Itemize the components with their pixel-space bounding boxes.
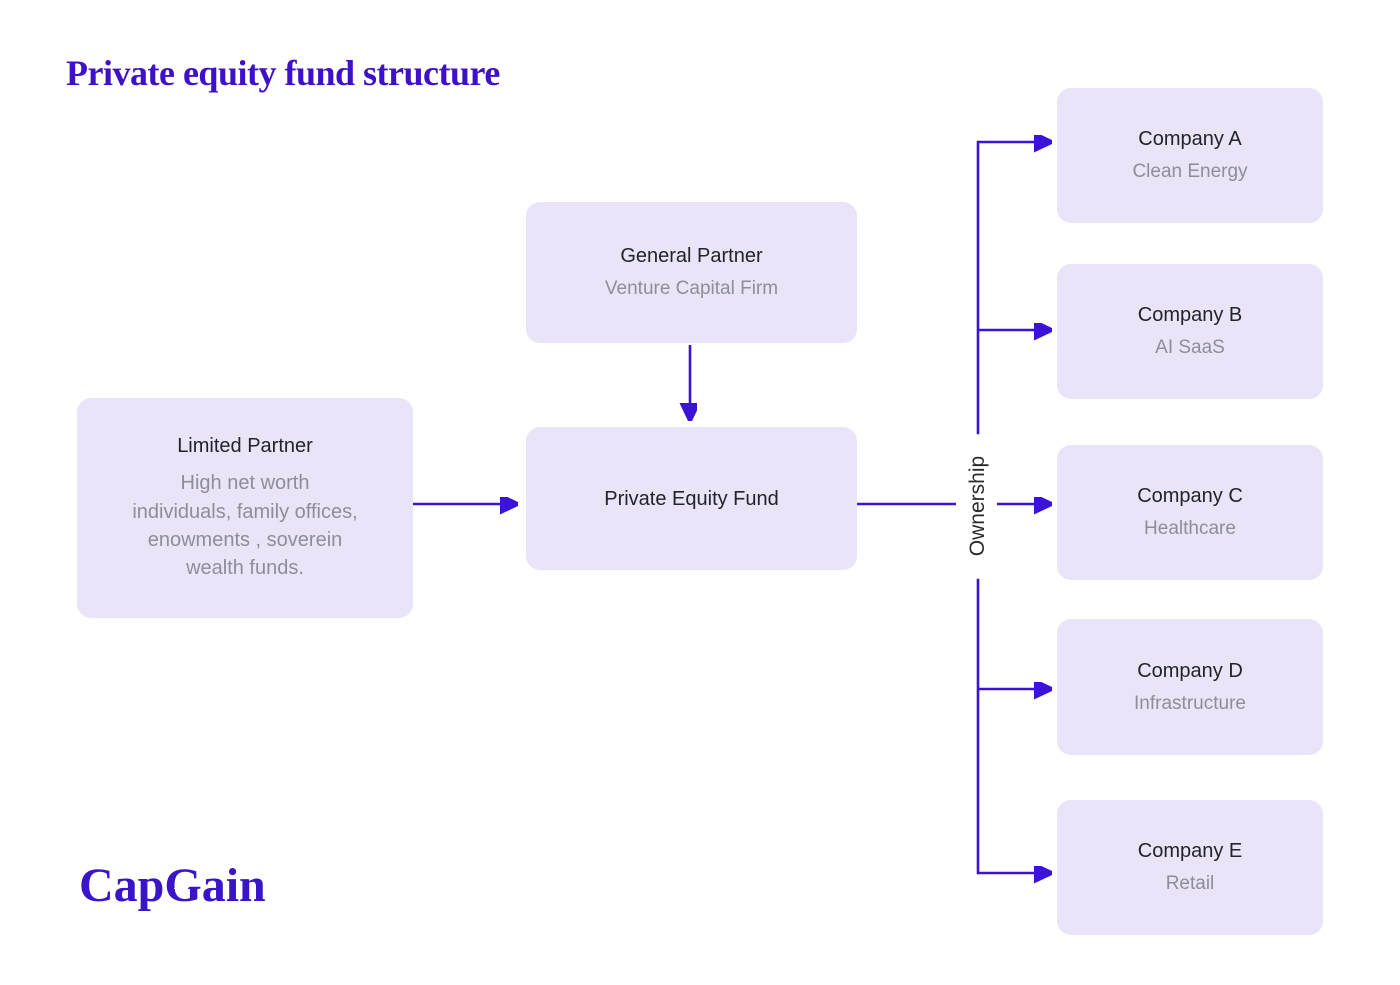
private-equity-fund-title: Private Equity Fund <box>604 487 779 510</box>
capgain-logo: CapG✦ain <box>79 858 266 913</box>
limited-partner-node: Limited Partner High net worth individua… <box>77 398 413 618</box>
private-equity-fund-node: Private Equity Fund <box>526 427 857 570</box>
company-c-name: Company C <box>1137 485 1243 508</box>
company-b-sector: AI SaaS <box>1155 337 1225 359</box>
company-a-node: Company A Clean Energy <box>1057 88 1323 223</box>
company-c-sector: Healthcare <box>1144 518 1236 540</box>
company-e-sector: Retail <box>1165 873 1215 895</box>
company-e-node: Company E Retail <box>1057 800 1323 935</box>
company-a-sector: Clean Energy <box>1132 161 1248 183</box>
ownership-label: Ownership <box>966 455 989 557</box>
general-partner-subtitle: Venture Capital Firm <box>604 278 779 300</box>
company-b-node: Company B AI SaaS <box>1057 264 1323 399</box>
company-d-sector: Infrastructure <box>1134 692 1246 714</box>
general-partner-title: General Partner <box>620 245 763 268</box>
logo-text-prefix: Cap <box>79 859 165 912</box>
logo-g-letter: G✦ <box>164 859 202 912</box>
company-c-node: Company C Healthcare <box>1057 445 1323 580</box>
company-a-name: Company A <box>1138 128 1242 151</box>
company-d-node: Company D Infrastructure <box>1057 619 1323 755</box>
logo-text-suffix: ain <box>201 859 266 912</box>
general-partner-node: General Partner Venture Capital Firm <box>526 202 857 343</box>
limited-partner-description: High net worth individuals, family offic… <box>132 472 358 580</box>
company-d-name: Company D <box>1137 659 1243 682</box>
page-title: Private equity fund structure <box>66 53 500 93</box>
company-b-name: Company B <box>1137 304 1243 327</box>
company-e-name: Company E <box>1137 840 1243 863</box>
limited-partner-title: Limited Partner <box>177 435 313 458</box>
